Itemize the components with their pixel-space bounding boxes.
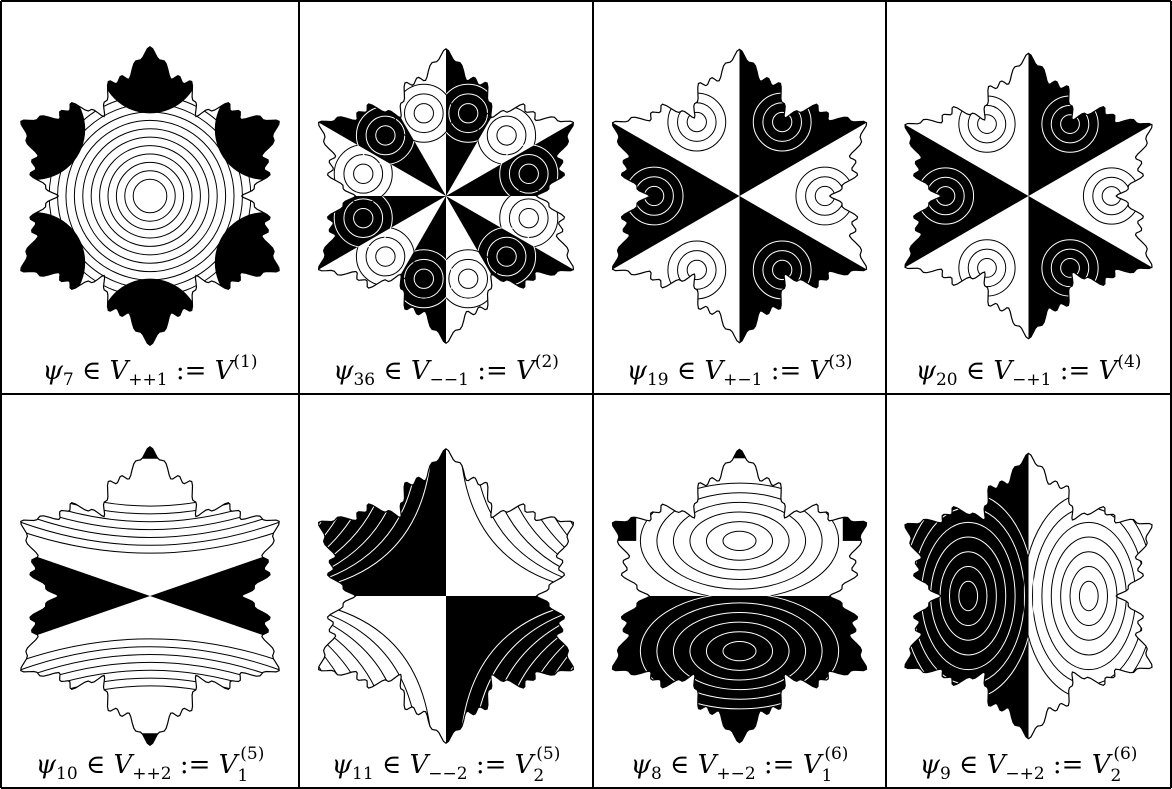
eigenfunction-plot-11: [266, 416, 625, 775]
panel-caption: ψ19 ∈ V+−1 := V(3): [627, 352, 853, 390]
panel-caption: ψ10 ∈ V++2 := V1(5): [36, 744, 265, 786]
panel-caption: ψ8 ∈ V+−2 := V1(6): [631, 744, 849, 786]
eigenfunction-plot-19: [560, 17, 918, 375]
panel-caption: ψ9 ∈ V−+2 := V2(6): [920, 744, 1138, 786]
panel-caption: ψ11 ∈ V−−2 := V2(5): [332, 744, 561, 786]
panel-caption: ψ20 ∈ V−+1 := V(4): [916, 352, 1142, 390]
eigenfunction-plot-9: [854, 422, 1172, 770]
panel-caption: ψ36 ∈ V−−1 := V(2): [333, 352, 559, 390]
panel-caption: ψ7 ∈ V++1 := V(1): [42, 352, 257, 390]
eigenfunction-plot-10: [0, 414, 332, 778]
eigenfunction-plot-8: [560, 417, 918, 775]
eigenfunction-plot-7: [0, 13, 332, 380]
eigenfunction-plot-36: [266, 16, 625, 375]
eigenfunction-plot-20: [854, 22, 1172, 370]
